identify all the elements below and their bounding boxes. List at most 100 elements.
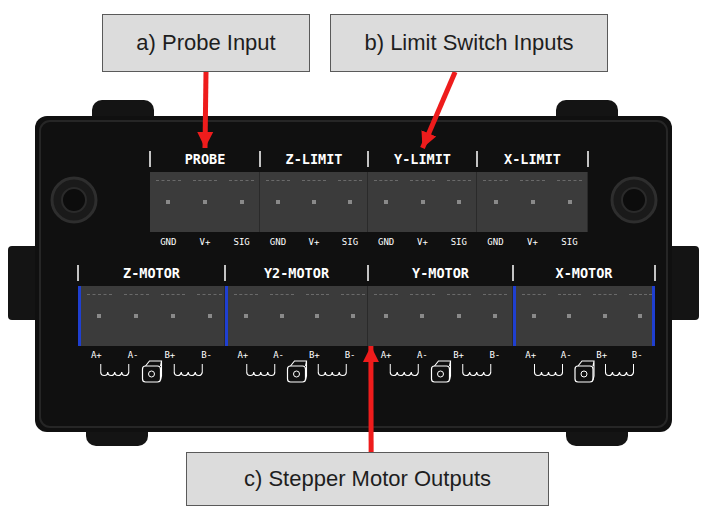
motor-symbol [146, 361, 162, 380]
connector-heading: Z-LIMIT [260, 148, 368, 170]
motor-symbol [435, 361, 451, 380]
pin-label: A- [128, 350, 139, 360]
terminal-pin [567, 314, 571, 318]
coil-symbol [174, 372, 202, 376]
pin-label: B- [345, 350, 356, 360]
mounting-hole [622, 188, 646, 212]
terminal-connector: Y2-MOTOR [225, 262, 368, 346]
terminal-slot [156, 180, 181, 181]
terminal-slot [270, 294, 294, 295]
terminal-pin [166, 200, 170, 204]
connector-heading: Z-MOTOR [78, 262, 225, 284]
terminal-pin [171, 314, 175, 318]
coil-lead [247, 364, 275, 372]
pin-label: SIG [561, 237, 577, 247]
pin-label: A+ [237, 350, 248, 360]
callout-label: a) Probe Input [136, 30, 275, 56]
terminal-connector: Y-MOTOR [368, 262, 513, 346]
callout-box: c) Stepper Motor Outputs [186, 452, 549, 506]
terminal-slot [124, 294, 149, 295]
motor-shaft [581, 371, 587, 377]
pin-label: A- [273, 350, 284, 360]
terminal-pin [312, 200, 316, 204]
coil-lead [101, 364, 129, 372]
pin-label: V+ [200, 237, 211, 247]
terminal-slot [483, 180, 508, 181]
motor-symbol [578, 361, 594, 380]
coil-symbol [390, 372, 418, 376]
terminal-pin [280, 314, 284, 318]
motor-symbol [143, 366, 161, 382]
terminal-block [368, 172, 477, 232]
terminal-slot [629, 294, 653, 295]
callout-arrow [205, 72, 206, 148]
motor-symbol [288, 366, 306, 382]
terminal-pin [603, 314, 607, 318]
terminal-slot [483, 294, 507, 295]
housing-body [35, 116, 672, 432]
pin-label: GND [378, 237, 394, 247]
motor-shaft [438, 371, 444, 377]
terminal-pin [203, 200, 207, 204]
motor-symbol [575, 366, 593, 382]
terminal-pin [240, 200, 244, 204]
pin-label: B+ [309, 350, 320, 360]
pin-label: B- [201, 350, 212, 360]
terminal-connector: Z-MOTOR [78, 262, 225, 346]
terminal-slot [161, 294, 186, 295]
terminal-slot [338, 180, 362, 181]
terminal-slot [374, 180, 398, 181]
pin-label: A+ [91, 350, 102, 360]
coil-symbol [535, 372, 563, 376]
terminal-pin [276, 200, 280, 204]
motor-symbol [291, 361, 307, 380]
terminal-pin [384, 200, 388, 204]
coil-symbol [463, 372, 491, 376]
mounting-hole [612, 178, 656, 222]
terminal-slot [193, 180, 218, 181]
terminal-connector: Z-LIMIT [260, 148, 368, 232]
coil-lead [463, 364, 491, 372]
coil-lead [535, 364, 563, 372]
coil-symbol [606, 372, 634, 376]
pin-label: GND [270, 237, 286, 247]
terminal-pin [638, 314, 642, 318]
terminal-pin [421, 200, 425, 204]
pin-label: B+ [453, 350, 464, 360]
terminal-pin [384, 314, 388, 318]
terminal-slot [447, 180, 471, 181]
terminal-pin [208, 314, 212, 318]
pin-label: B+ [164, 350, 175, 360]
terminal-connector: Y-LIMIT [368, 148, 477, 232]
connector-heading: Y-MOTOR [368, 262, 513, 284]
pin-label: GND [487, 237, 503, 247]
motor-shaft [294, 371, 300, 377]
pin-label: A- [417, 350, 428, 360]
terminal-slot [410, 180, 434, 181]
pin-label: SIG [342, 237, 358, 247]
coil-lead [606, 364, 634, 372]
callout-box: b) Limit Switch Inputs [330, 14, 608, 72]
terminal-pin [457, 200, 461, 204]
terminal-pin [315, 314, 319, 318]
terminal-slot [197, 294, 222, 295]
callout-arrow [423, 72, 456, 148]
terminal-pin [97, 314, 101, 318]
callout-box: a) Probe Input [102, 14, 310, 72]
housing-rim [40, 121, 667, 427]
coil-lead [390, 364, 418, 372]
callout-label: b) Limit Switch Inputs [364, 30, 573, 56]
connector-heading: PROBE [150, 148, 260, 170]
motor-symbol [432, 366, 450, 382]
terminal-pin [420, 314, 424, 318]
motor-shaft [149, 371, 155, 377]
terminal-slot [557, 180, 582, 181]
connector-heading: X-MOTOR [513, 262, 655, 284]
pin-label: V+ [417, 237, 428, 247]
pin-label: A+ [525, 350, 536, 360]
terminal-slot [558, 294, 582, 295]
pin-label: SIG [451, 237, 467, 247]
terminal-connector: X-MOTOR [513, 262, 655, 346]
pin-label: B- [632, 350, 643, 360]
